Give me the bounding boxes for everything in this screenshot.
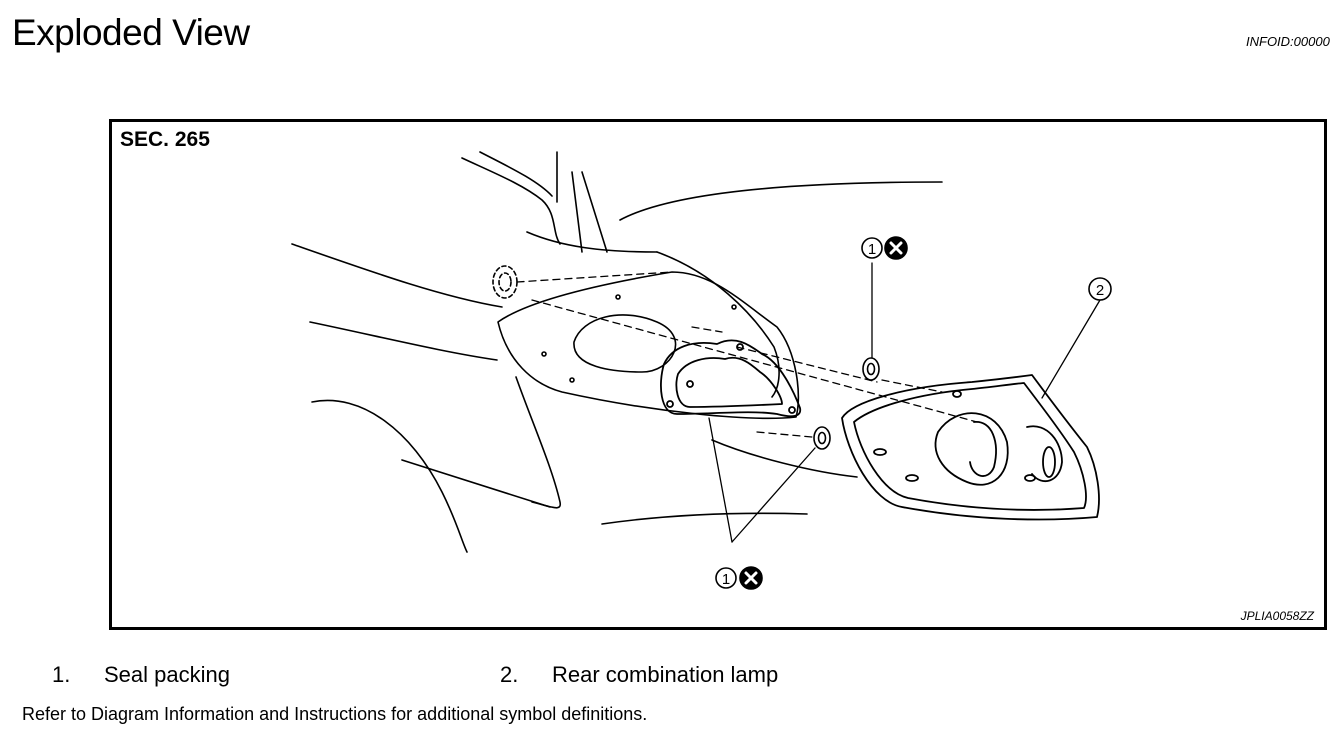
rear-combination-lamp — [841, 374, 1100, 521]
exploded-view-figure: 1 2 1 SEC. 265 JPLIA0058ZZ — [109, 119, 1327, 630]
do-not-reuse-icon — [884, 236, 908, 260]
lamp-opening — [497, 271, 800, 420]
callout-1-lower: 1 — [715, 566, 763, 590]
exploded-view-drawing: 1 2 1 — [291, 151, 1112, 590]
legend-label: Rear combination lamp — [552, 662, 779, 687]
callout-2: 2 — [1088, 277, 1112, 301]
seal-packing-ring-upper — [862, 357, 880, 381]
svg-text:1: 1 — [722, 571, 730, 588]
seal-packing-ring-lower — [813, 426, 831, 450]
page-title: Exploded View — [12, 12, 250, 53]
legend-label: Seal packing — [104, 662, 230, 687]
callout-1-upper: 1 — [861, 236, 908, 260]
vehicle-body-outline — [291, 151, 943, 553]
figure-code: JPLIA0058ZZ — [1240, 609, 1314, 623]
legend-item-seal-packing: 1. Seal packing — [52, 662, 230, 688]
clip-dashed — [492, 265, 518, 299]
footnote: Refer to Diagram Information and Instruc… — [22, 704, 648, 724]
legend-number: 1. — [52, 662, 71, 687]
callout-leaders — [708, 262, 1101, 543]
do-not-reuse-icon — [739, 566, 763, 590]
svg-text:2: 2 — [1096, 282, 1104, 299]
section-label: SEC. 265 — [120, 128, 210, 151]
alignment-lines — [516, 271, 978, 438]
info-id: INFOID:00000 — [1246, 34, 1330, 49]
legend-number: 2. — [500, 662, 519, 687]
svg-text:1: 1 — [868, 241, 876, 258]
legend-item-rear-combination-lamp: 2. Rear combination lamp — [500, 662, 778, 688]
seal-packing — [660, 339, 802, 418]
